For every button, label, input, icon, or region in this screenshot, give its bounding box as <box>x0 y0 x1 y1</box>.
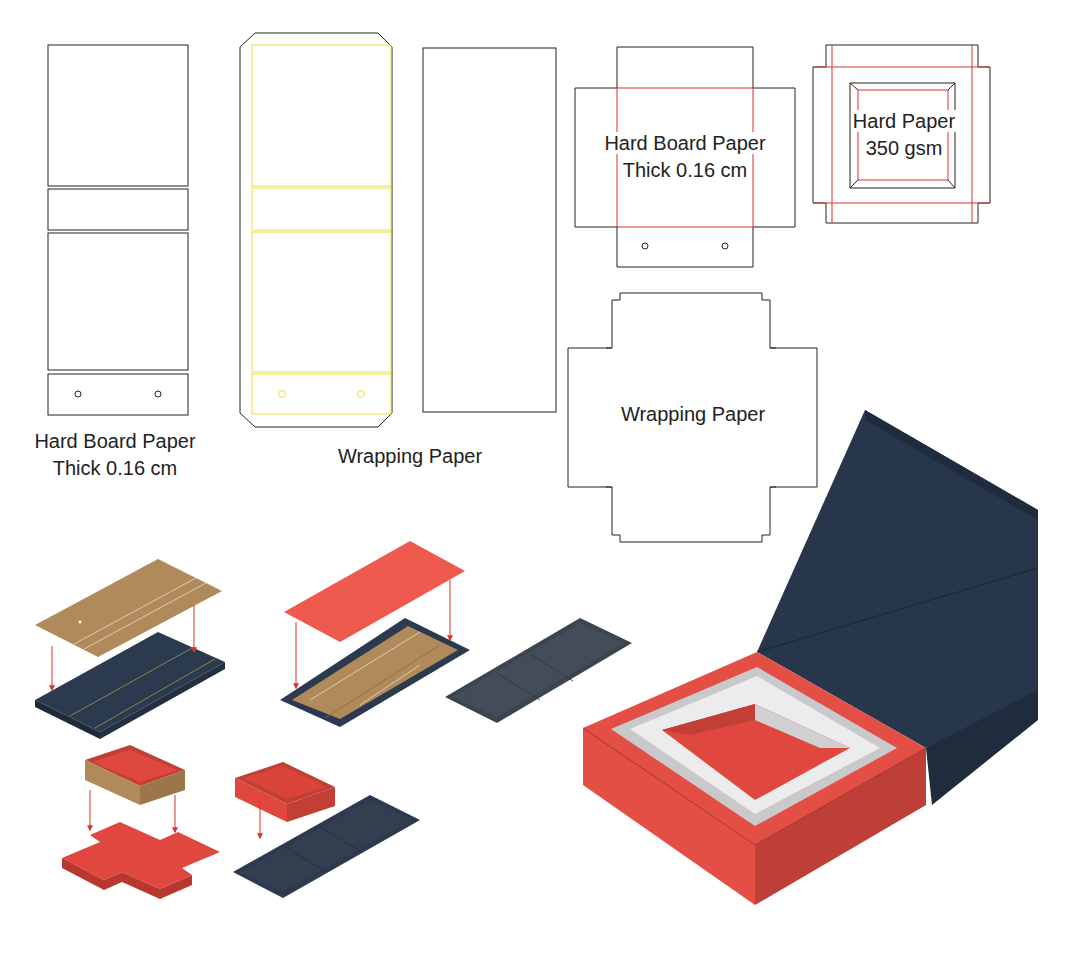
cut-line <box>568 293 817 542</box>
fold-line <box>832 45 833 223</box>
cut-line <box>606 348 612 349</box>
dieline-outline <box>575 47 795 267</box>
cut-line <box>606 487 612 488</box>
text-holder: Hard Paper 350 gsm <box>845 108 963 162</box>
cut-line <box>850 83 955 188</box>
cut-line <box>948 180 955 188</box>
fold-line <box>617 88 753 227</box>
assembly-step <box>280 541 632 727</box>
fold-line <box>858 90 948 180</box>
caption-holder: Hard Board Paper Thick 0.16 cm <box>23 428 208 482</box>
assembly-step <box>35 559 225 739</box>
hole <box>642 243 648 249</box>
material-note: Wrapping Paper <box>620 403 766 425</box>
fold-line <box>813 67 990 68</box>
hard-paper-dieline: Hard Paper 350 gsm <box>813 45 990 223</box>
text-holder: Wrapping Paper <box>593 401 793 428</box>
hard-board-dieline: Hard Board Paper Thick 0.16 cm <box>575 47 795 267</box>
assembly-step <box>233 762 420 898</box>
cut-line <box>770 487 776 488</box>
wrapping-paper-dieline: Wrapping Paper <box>568 293 817 542</box>
material-note: Hard Paper 350 gsm <box>852 110 956 159</box>
part-label: Wrapping Paper <box>337 445 483 467</box>
assembly-step <box>62 745 220 899</box>
cut-line <box>575 47 795 267</box>
cut-line <box>850 180 858 188</box>
cut-line <box>770 348 776 349</box>
wrapping-dieline <box>240 33 556 427</box>
dieline-outline <box>813 45 990 223</box>
cut-line <box>813 45 990 223</box>
cut-line <box>850 83 858 90</box>
part-label: Hard Board Paper Thick 0.16 cm <box>33 430 196 479</box>
hole <box>722 243 728 249</box>
finished-box <box>583 410 1038 905</box>
cut-line <box>948 83 955 90</box>
caption-holder: Wrapping Paper <box>310 443 510 470</box>
material-note: Hard Board Paper Thick 0.16 cm <box>603 132 766 181</box>
text-holder: Hard Board Paper Thick 0.16 cm <box>593 130 778 184</box>
hard-board-dieline <box>48 45 188 415</box>
fold-line <box>972 45 973 223</box>
fold-line <box>813 203 990 204</box>
